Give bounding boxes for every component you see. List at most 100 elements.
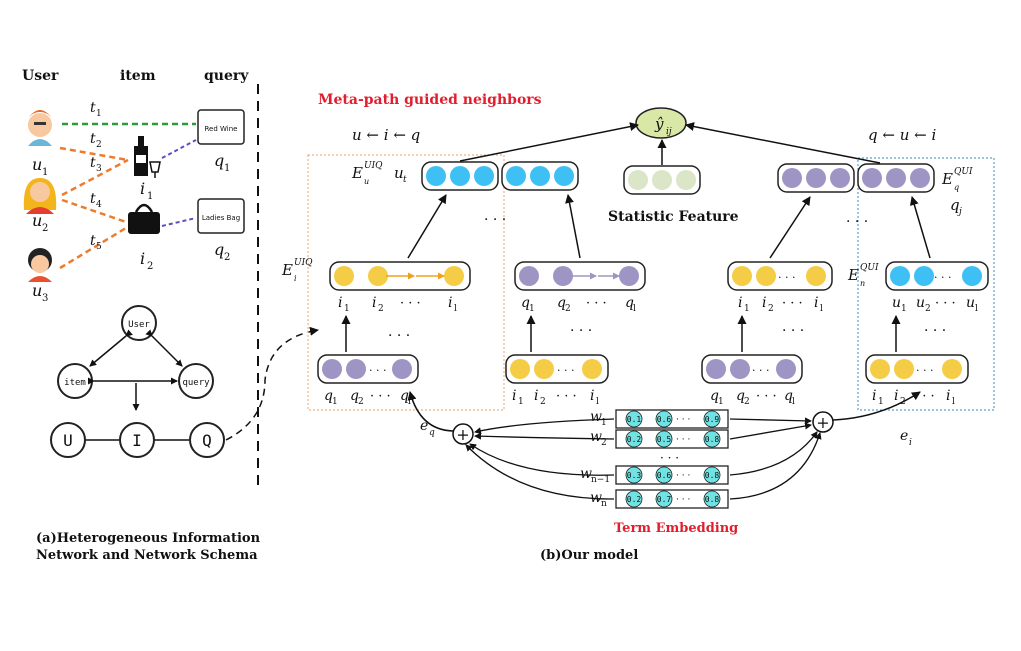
e-q-sub: q: [429, 428, 435, 438]
bot-1-ql-sub: l: [408, 397, 411, 407]
plus-node-left-label: +: [456, 425, 469, 444]
edge-u2-i2: [61, 198, 127, 224]
header-user: User: [22, 68, 59, 84]
mid-r2-u1-sub: 1: [901, 304, 907, 314]
caption-a-line2: Network and Network Schema: [36, 548, 258, 563]
ellipsis-mid-2: · · ·: [570, 323, 592, 339]
model-panel: Meta-path guided neighbors u ← i ← q q ←…: [281, 92, 995, 563]
term-3-v2: 0.6: [657, 471, 672, 480]
mid-r1-i1-sub: 1: [744, 304, 750, 314]
term-1-v3: 0.9: [705, 415, 720, 424]
w-1-sub: 1: [601, 418, 607, 428]
bot-1-q2-sub: 2: [358, 397, 364, 407]
user-2-label: u: [32, 211, 42, 230]
label-qj: q: [950, 196, 960, 214]
E-uiq-top-sub: u: [364, 177, 369, 186]
statistic-feature-label: Statistic Feature: [608, 209, 739, 225]
E-uiq-top-sup: UIQ: [364, 161, 383, 171]
w-2-label: w: [590, 429, 602, 445]
arrow-w1-to-plus-left: [474, 418, 615, 435]
time-5-sub: 5: [96, 242, 102, 252]
bot-3-q1: q: [710, 388, 719, 404]
term-4-v1: 0.2: [627, 495, 642, 504]
mid-l2-ql-sub: l: [633, 304, 636, 314]
vector-statistic-feature: [623, 165, 701, 195]
edge-u1-i1: [59, 146, 129, 162]
time-1-label: t: [90, 100, 96, 116]
arrow-mid2-to-top: [565, 194, 581, 259]
bot-3-dots: · · ·: [756, 389, 777, 404]
vector-top-purple-1: [777, 163, 855, 193]
vector-bottom-purple-1: [317, 354, 419, 384]
E-uiq-mid: E: [281, 261, 293, 279]
term-1-v2: 0.6: [657, 415, 672, 424]
bot-3-q1-sub: 1: [718, 397, 724, 407]
bot-2-i2-sub: 2: [540, 397, 546, 407]
mid-r2-ul-sub: l: [975, 304, 978, 314]
vector-mid-purple-1: [514, 261, 646, 291]
bot-2-i1: i: [512, 388, 516, 404]
bot-3-ql: q: [784, 388, 793, 404]
vector-mid-yellow-1: [329, 261, 471, 291]
mid-r2-u1: u: [892, 295, 901, 311]
arrow-wn1-to-plus-left: [469, 443, 615, 476]
E-qui-mid-sup: QUI: [860, 263, 879, 273]
network-node-q-label: Q: [202, 431, 212, 450]
mid-r1-il-sub: l: [820, 304, 823, 314]
mid-r1-i1: i: [738, 295, 742, 311]
bot-2-i2: i: [534, 388, 538, 404]
output-label: ŷ: [654, 115, 664, 133]
term-2-v3: 0.8: [705, 435, 720, 444]
time-5-label: t: [90, 233, 96, 249]
e-q-label: e: [420, 418, 428, 434]
network-node-i-label: I: [132, 431, 142, 450]
mid-l1-i2: i: [372, 295, 376, 311]
bot-3-q2-sub: 2: [744, 397, 750, 407]
network-node-q: [189, 422, 225, 458]
arrow-wn-to-plus-left: [465, 444, 615, 500]
arrow-w1-to-plus-right: [729, 417, 812, 425]
edge-u3-i2: [59, 226, 127, 270]
bot-3-ql-sub: l: [792, 397, 795, 407]
bot-4-il-sub: l: [952, 397, 955, 407]
mid-l1-i1-sub: 1: [344, 304, 350, 314]
mid-l1-dots: · · ·: [400, 296, 421, 311]
output-sub: ij: [666, 127, 672, 137]
mid-r1-il: i: [814, 295, 818, 311]
caption-a-line1: (a)Heterogeneous Information: [36, 531, 261, 546]
E-qui-top-sub: q: [954, 183, 959, 192]
term-1-v1: 0.1: [627, 415, 642, 424]
time-2-sub: 2: [96, 140, 102, 150]
term-row-1: [615, 409, 729, 429]
E-qui-mid: E: [847, 266, 859, 284]
time-2-label: t: [90, 131, 96, 147]
time-1-sub: 1: [96, 109, 102, 119]
edge-u2-i1: [61, 158, 129, 197]
mid-r2-ul: u: [966, 295, 975, 311]
network-node-u: [50, 422, 86, 458]
hin-panel: User item query u 1 u 2 u 3: [22, 68, 261, 563]
ellipsis-mid-3: · · ·: [782, 323, 804, 339]
schema-node-query-label: query: [182, 378, 210, 388]
plus-node-right-label: +: [816, 413, 829, 432]
meta-path-title: Meta-path guided neighbors: [318, 92, 542, 108]
plus-node-left: [452, 423, 474, 445]
caption-b: (b)Our model: [540, 548, 638, 563]
bot-4-i2: i: [894, 388, 898, 404]
mid-l2-ql: q: [625, 295, 634, 311]
arrow-plus-right-to-items: [832, 391, 921, 421]
mid-r2-u2-sub: 2: [925, 304, 931, 314]
user-1-avatar-icon: [27, 110, 53, 146]
mid-l1-il: i: [448, 295, 452, 311]
bot-4-il: i: [946, 388, 950, 404]
user-3-avatar-icon: [28, 248, 52, 282]
schema-node-user-label: User: [128, 320, 150, 330]
term-row-3: [615, 465, 729, 485]
w-n-label: w: [590, 490, 602, 506]
query-box-red-wine: [197, 109, 245, 145]
w-n-sub: n: [601, 499, 607, 509]
meta-path-uiq: u ← i ← q: [352, 126, 420, 144]
ellipsis-top-left: · · ·: [484, 212, 506, 228]
mid-l1-i1: i: [338, 295, 342, 311]
